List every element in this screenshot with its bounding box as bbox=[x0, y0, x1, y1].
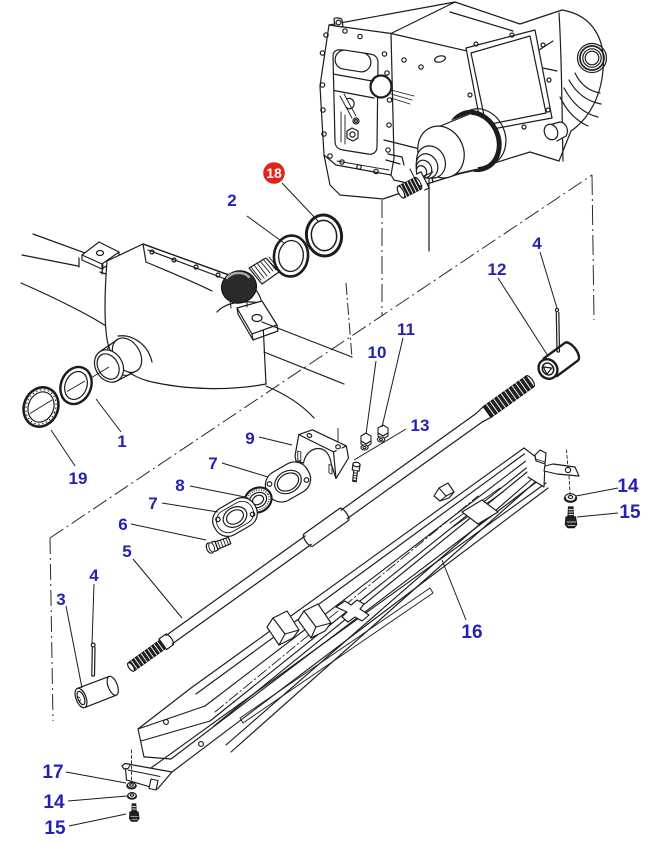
svg-text:10: 10 bbox=[368, 343, 387, 362]
svg-text:12: 12 bbox=[488, 260, 507, 279]
svg-text:16: 16 bbox=[461, 622, 482, 643]
svg-text:5: 5 bbox=[122, 542, 131, 561]
svg-text:13: 13 bbox=[411, 416, 430, 435]
svg-text:19: 19 bbox=[69, 469, 88, 488]
svg-text:17: 17 bbox=[42, 762, 63, 783]
svg-text:7: 7 bbox=[148, 494, 157, 513]
svg-text:4: 4 bbox=[89, 566, 99, 585]
svg-text:15: 15 bbox=[619, 502, 641, 523]
svg-text:2: 2 bbox=[227, 191, 236, 210]
svg-text:3: 3 bbox=[56, 590, 65, 609]
svg-text:8: 8 bbox=[175, 476, 184, 495]
svg-text:9: 9 bbox=[245, 429, 254, 448]
svg-text:18: 18 bbox=[266, 165, 282, 181]
svg-text:7: 7 bbox=[208, 454, 217, 473]
svg-text:15: 15 bbox=[44, 818, 66, 839]
svg-text:14: 14 bbox=[43, 792, 65, 813]
svg-text:14: 14 bbox=[617, 476, 639, 497]
svg-text:6: 6 bbox=[118, 515, 127, 534]
svg-text:4: 4 bbox=[532, 234, 542, 253]
svg-text:11: 11 bbox=[397, 320, 415, 339]
svg-text:1: 1 bbox=[117, 432, 126, 451]
